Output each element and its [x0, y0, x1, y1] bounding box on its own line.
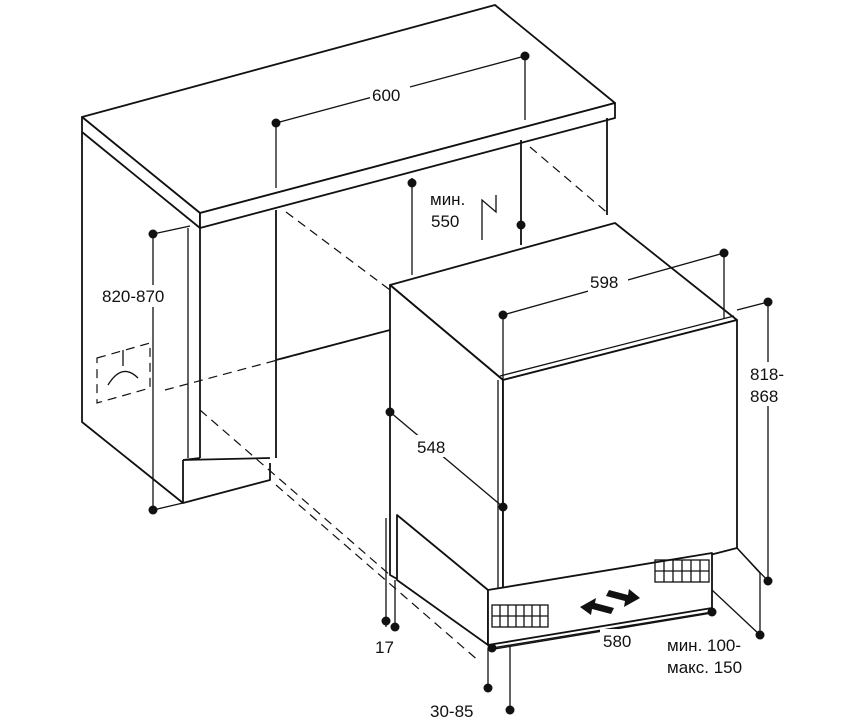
label-appliance-depth: 548	[417, 438, 445, 457]
dim-cabinet-width	[271, 51, 530, 188]
dim-min-depth	[407, 178, 526, 240]
dim-plinth-offset	[381, 518, 400, 632]
label-plinth-width: 580	[603, 632, 631, 651]
label-plinth-offset: 17	[375, 638, 394, 657]
label-appliance-height-line2: 868	[750, 387, 778, 406]
label-min-depth-line2: 550	[431, 212, 459, 231]
label-min-depth-line1: мин.	[430, 190, 465, 209]
arrow-out-icon	[606, 589, 640, 607]
label-cabinet-width: 600	[372, 86, 400, 105]
electrical-socket-icon	[96, 342, 151, 404]
label-cabinet-height: 820-870	[102, 287, 164, 306]
dim-appliance-depth	[385, 407, 508, 512]
dim-cabinet-height	[148, 225, 191, 515]
label-appliance-width: 598	[590, 273, 618, 292]
dim-appliance-height	[736, 297, 773, 586]
label-appliance-height-line1: 818-	[750, 365, 784, 384]
ventilation-grille-left	[491, 604, 549, 628]
dim-plinth-recess	[483, 645, 515, 715]
label-plinth-depth-line2: макс. 150	[667, 658, 742, 677]
hidden-edge-lines	[164, 146, 611, 663]
dim-plinth-depth	[711, 547, 765, 640]
label-plinth-recess: 30-85	[430, 702, 473, 721]
label-plinth-depth-line1: мин. 100-	[667, 636, 741, 655]
countertop	[81, 4, 616, 229]
ventilation-grille-right	[654, 559, 710, 583]
arrow-in-icon	[580, 598, 614, 615]
appliance-body	[389, 222, 738, 639]
